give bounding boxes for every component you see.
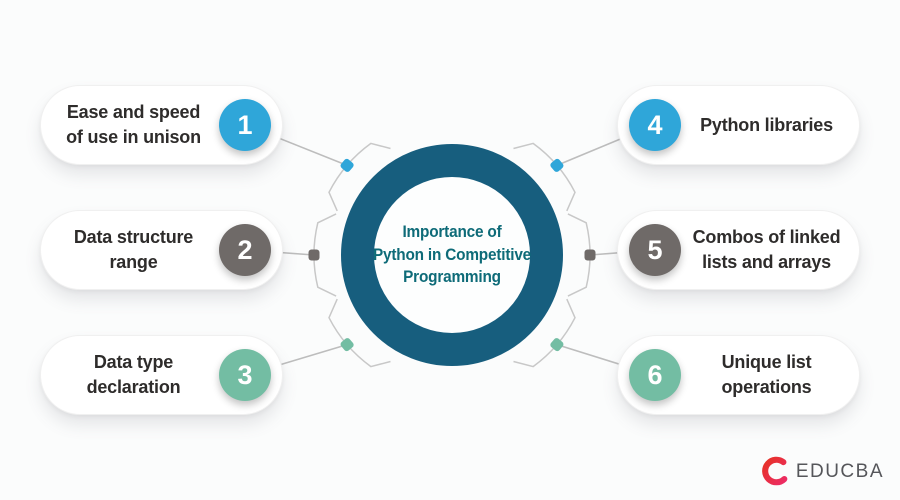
card-number-badge: 3 [219,349,271,401]
center-title-line: Python in Competitive [372,245,532,264]
educba-swirl-icon [761,456,788,486]
card-number-badge: 2 [219,224,271,276]
card-label: Combos of linked lists and arrays [692,227,841,272]
card-number-badge: 4 [629,99,681,151]
card-label: Python libraries [700,114,833,135]
connector-dot [340,158,354,172]
card-label: Data type declaration [86,352,181,397]
card-label: Unique list operations [721,352,812,397]
educba-logo-text: EDUCBA [795,461,884,482]
card-number-badge: 6 [629,349,681,401]
feature-card: Python libraries 4 [617,85,860,165]
connector-dot [340,338,354,352]
center-title-line: Programming [403,268,501,286]
feature-card: Data type declaration 3 [40,335,283,415]
center-title: Importance of Python in Competitive Prog… [350,221,555,289]
connector-dot [308,249,320,261]
connector-dot [550,338,564,352]
feature-card: Unique list operations 6 [617,335,860,415]
card-number-badge: 5 [629,224,681,276]
connector-dot [584,249,596,261]
educba-logo: EDUCBA [759,456,884,488]
card-label: Data structure range [73,227,194,272]
feature-card: Ease and speed of use in unison 1 [40,85,283,165]
connector-dot [550,158,564,172]
card-number-badge: 1 [219,99,271,151]
feature-card: Data structure range 2 [40,210,283,290]
center-title-line: Importance of [402,223,502,241]
card-label: Ease and speed of use in unison [66,102,201,147]
